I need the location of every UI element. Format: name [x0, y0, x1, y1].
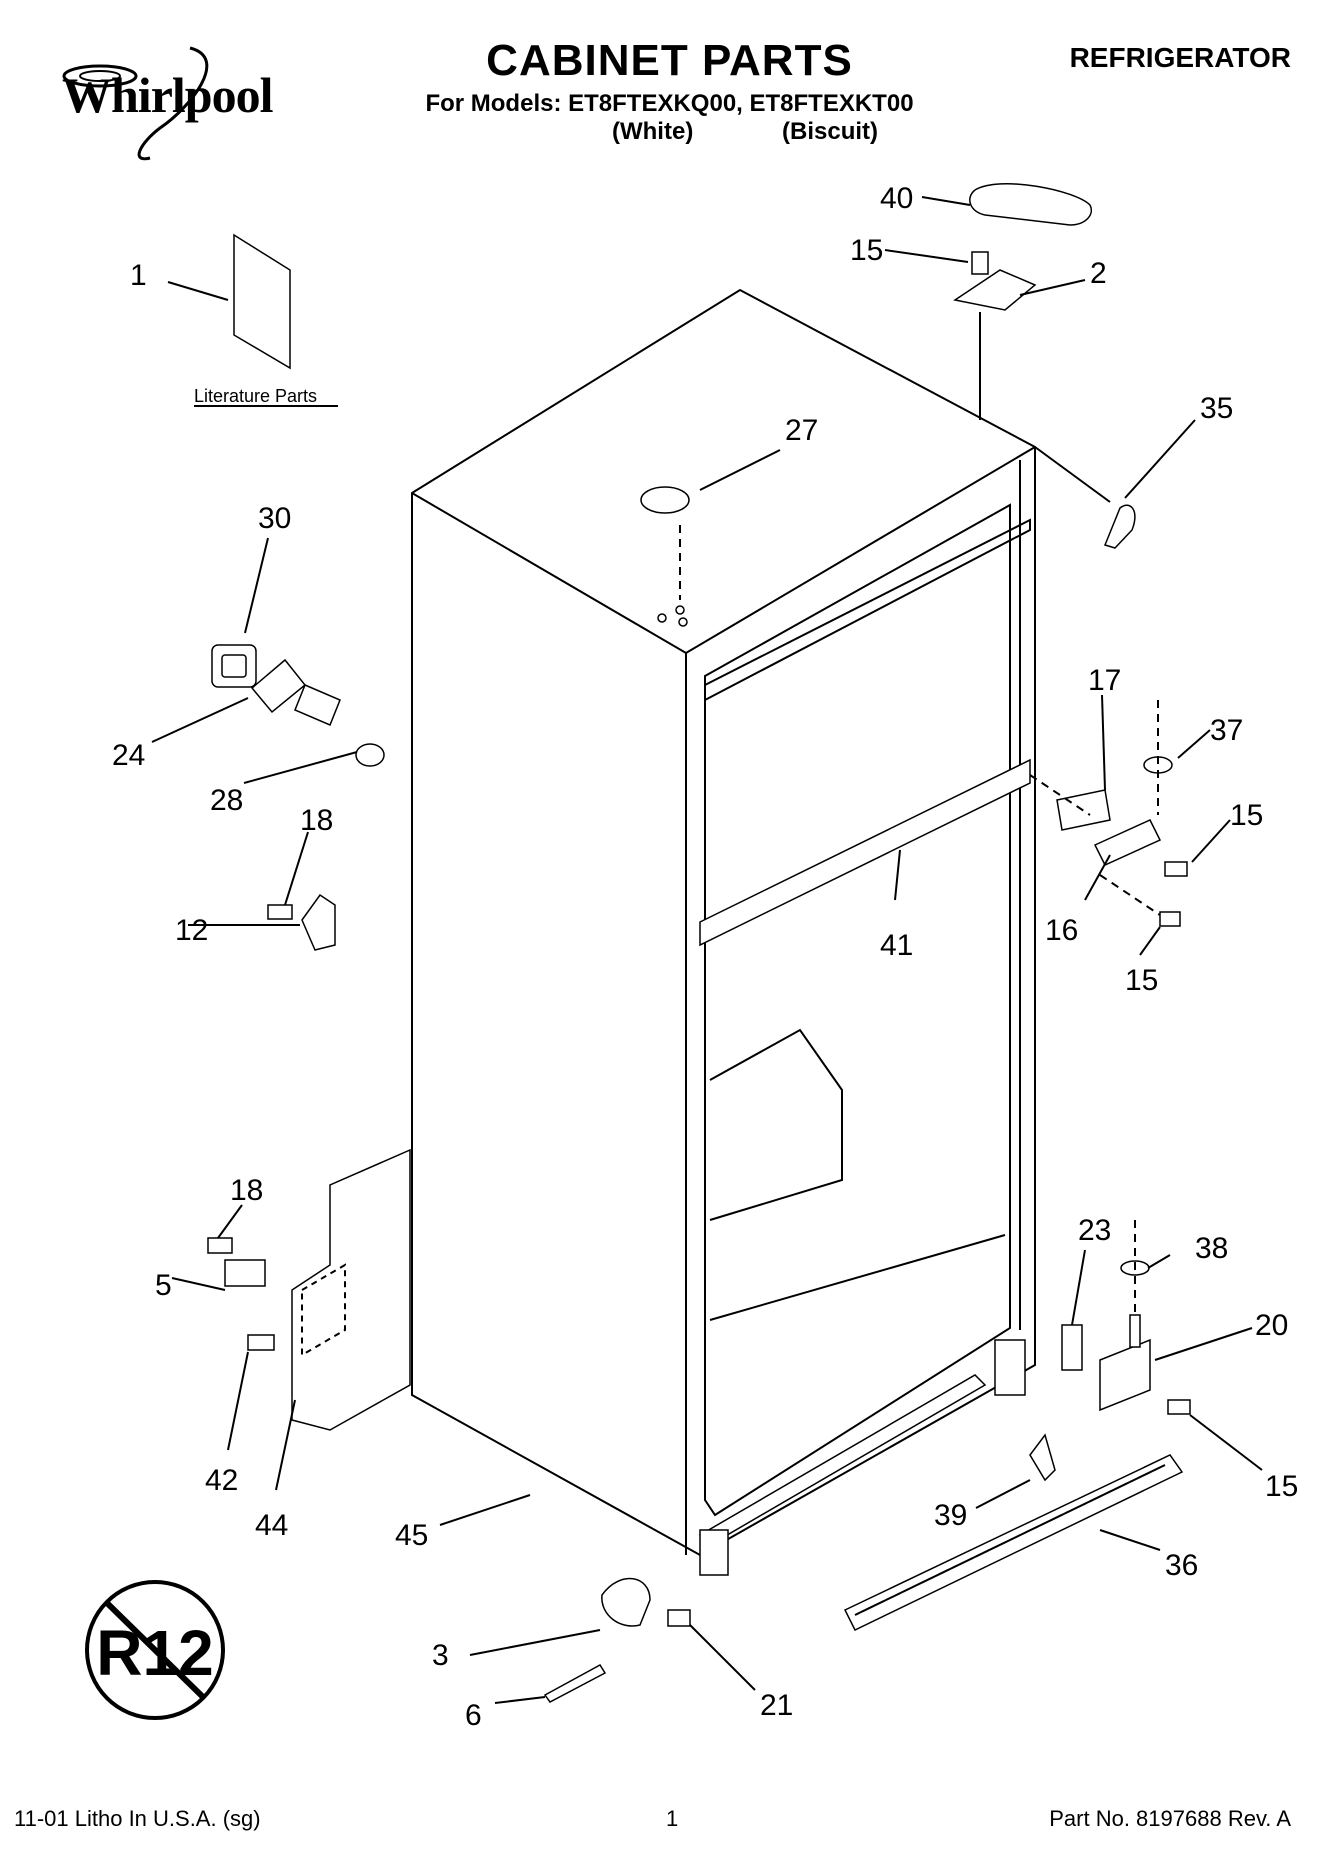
brand-name: Whirlpool: [62, 67, 273, 123]
callout-36: 36: [1165, 1549, 1198, 1582]
callout-18: 18: [300, 804, 333, 837]
callout-15: 15: [1265, 1470, 1298, 1503]
top-plug: [640, 486, 690, 514]
center-hinge: [1093, 819, 1162, 866]
callout-28: 28: [210, 784, 243, 817]
callout-35: 35: [1200, 392, 1233, 425]
top-hinge: [953, 269, 1037, 311]
bracket-12: [301, 893, 336, 951]
page-number: 1: [666, 1806, 679, 1831]
badge-r12-text: R12: [96, 1617, 213, 1689]
callout-39: 39: [934, 1499, 967, 1532]
callout-15: 15: [1230, 799, 1263, 832]
page-title: CABINET PARTS: [486, 36, 853, 85]
hinge-shim-23: [1061, 1324, 1083, 1371]
appliance-type: REFRIGERATOR: [1069, 42, 1291, 73]
callout-15: 15: [1125, 964, 1158, 997]
callout-23: 23: [1078, 1214, 1111, 1247]
callout-45: 45: [395, 1519, 428, 1552]
callout-5: 5: [155, 1269, 172, 1302]
callout-38: 38: [1195, 1232, 1228, 1265]
callout-15: 15: [850, 234, 883, 267]
callout-42: 42: [205, 1464, 238, 1497]
callout-44: 44: [255, 1509, 288, 1542]
callout-12: 12: [175, 914, 208, 947]
bottom-corner-bracket: [699, 1529, 729, 1576]
clip-39: [1029, 1433, 1056, 1482]
callout-40: 40: [880, 182, 913, 215]
variant-white: (White): [612, 118, 694, 145]
footer-part-number: Part No. 8197688 Rev. A: [1049, 1806, 1291, 1831]
left-side-panel: [291, 1148, 411, 1431]
variant-biscuit: (Biscuit): [782, 118, 878, 145]
pin-6: [543, 1664, 607, 1703]
models-line: For Models: ET8FTEXKQ00, ET8FTEXKT00: [425, 90, 914, 117]
footer-litho: 11-01 Litho In U.S.A. (sg): [14, 1806, 261, 1831]
callout-6: 6: [465, 1699, 482, 1732]
callout-17: 17: [1088, 664, 1121, 697]
literature-book-icon: [233, 233, 291, 370]
callout-24: 24: [112, 739, 145, 772]
logo-swirl-icon: [62, 46, 209, 161]
callout-20: 20: [1255, 1309, 1288, 1342]
no-r12-badge: [85, 1580, 225, 1720]
leader-lines: [151, 196, 1263, 1704]
callout-30: 30: [258, 502, 291, 535]
clamp-5: [224, 1259, 266, 1287]
part-35: [1103, 504, 1136, 549]
callout-21: 21: [760, 1689, 793, 1722]
literature-parts-label: Literature Parts: [194, 386, 317, 406]
callout-18: 18: [230, 1174, 263, 1207]
roller-bracket-3: [601, 1578, 651, 1627]
toe-grille: [843, 1454, 1184, 1631]
hinge-cover: [969, 183, 1092, 226]
callout-41: 41: [880, 929, 913, 962]
spacer-28: [355, 743, 385, 767]
bottom-hinge: [1099, 1338, 1151, 1412]
callout-16: 16: [1045, 914, 1078, 947]
callout-37: 37: [1210, 714, 1243, 747]
callout-1: 1: [130, 259, 147, 292]
callout-2: 2: [1090, 257, 1107, 290]
callout-3: 3: [432, 1639, 449, 1672]
callout-27: 27: [785, 414, 818, 447]
divider-rail: [699, 758, 1031, 947]
